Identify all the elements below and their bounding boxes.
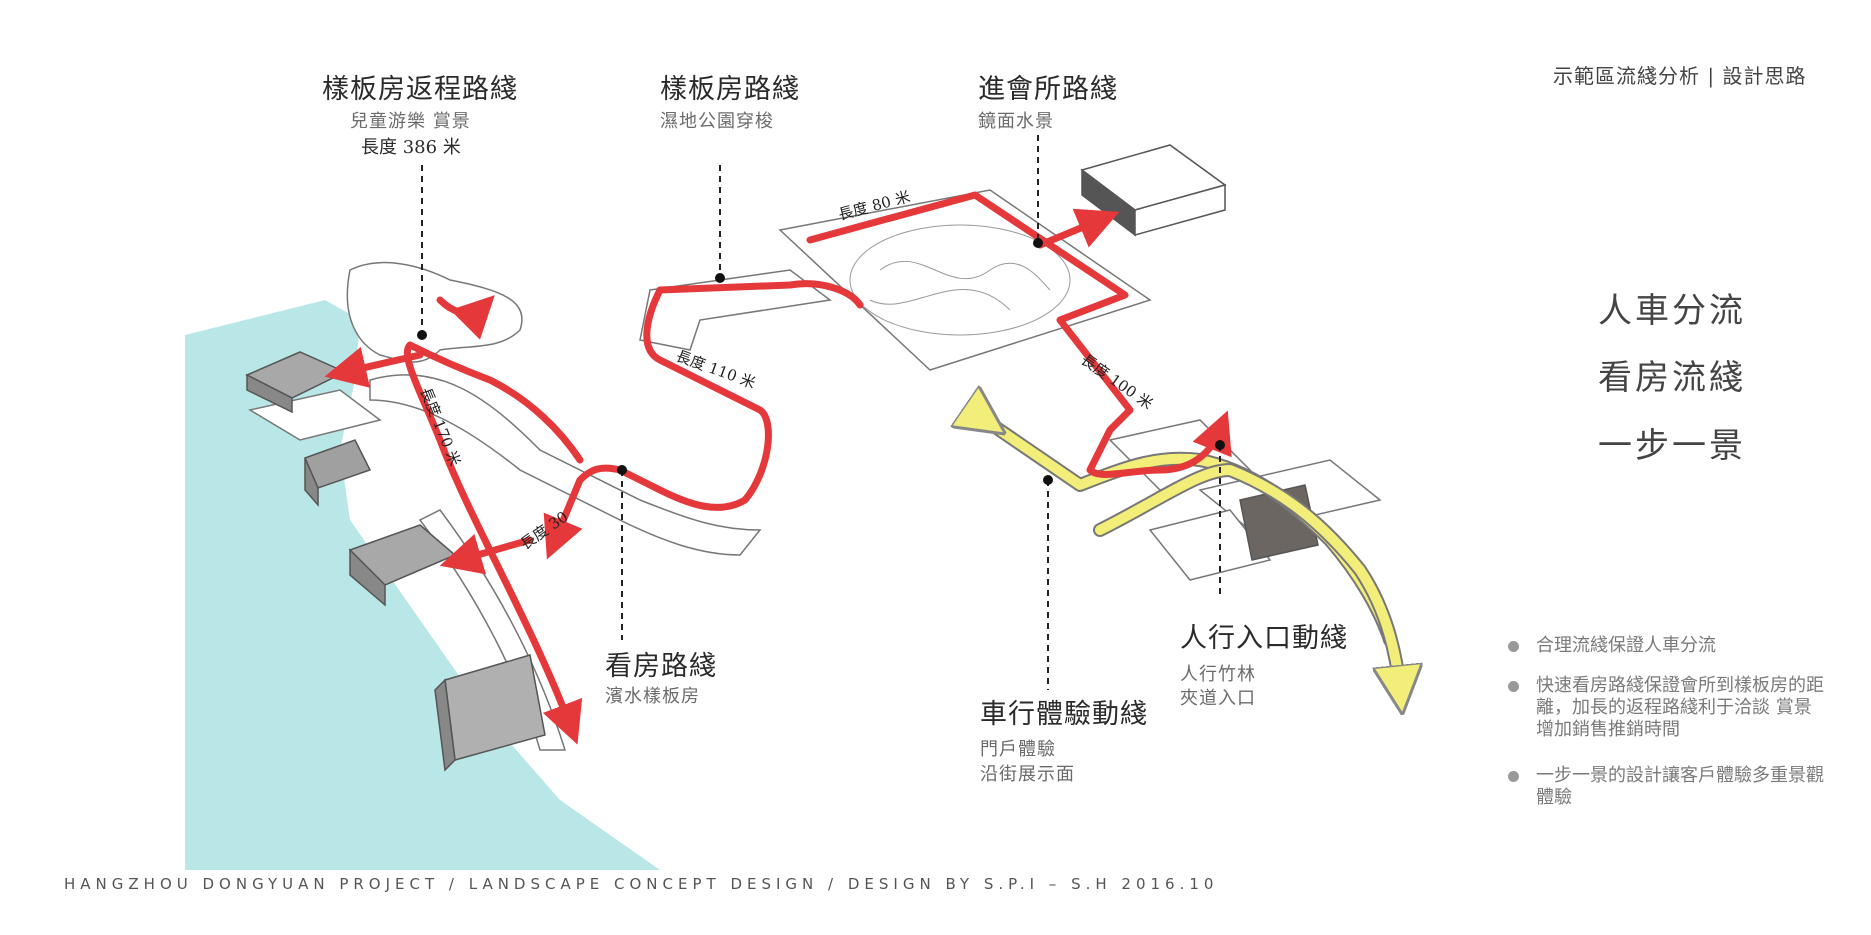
callout-viewing-title: 看房路綫 [605, 651, 717, 682]
route-club-path [806, 191, 1232, 478]
buildings [245, 144, 1319, 772]
water-body [185, 300, 660, 870]
callout-club-title: 進會所路綫 [978, 74, 1118, 105]
header-title: 示範區流綫分析 | 設計思路 [1553, 64, 1807, 88]
bullet-item-1: 合理流綫保證人車分流 [1508, 635, 1828, 657]
leader-lines [421, 135, 1221, 690]
slogan-3: 一步一景 [1598, 426, 1746, 466]
bullet-dot-icon [1508, 641, 1519, 652]
vehicle-routes [985, 420, 1400, 690]
callout-return-title: 樣板房返程路綫 [322, 74, 518, 105]
bullet-dot-icon [1508, 681, 1519, 692]
callout-return-length: 長度 386 米 [361, 137, 461, 158]
callout-club-sub: 鏡面水景 [978, 111, 1054, 132]
callout-model-sub: 濕地公園穿梭 [660, 111, 774, 132]
callout-pedestrian-line-2: 夾道入口 [1180, 688, 1256, 709]
slogan-2: 看房流綫 [1598, 358, 1746, 398]
callout-pedestrian-title: 人行入口動綫 [1180, 623, 1348, 654]
footer-credit: HANGZHOU DONGYUAN PROJECT / LANDSCAPE CO… [64, 875, 1219, 893]
bullet-dot-icon [1508, 771, 1519, 782]
plaza-pattern [849, 224, 1071, 336]
bullet-item-2: 快速看房路綫保證會所到樣板房的距離，加長的返程路綫利于洽談 賞景 增加銷售推銷時… [1508, 675, 1828, 741]
bullet-text-2: 快速看房路綫保證會所到樣板房的距離，加長的返程路綫利于洽談 賞景 增加銷售推銷時… [1536, 675, 1824, 740]
length-label-100: 長度 100 米 [1078, 351, 1156, 413]
callout-model-title: 樣板房路綫 [660, 74, 800, 105]
callout-vehicle-line-2: 沿街展示面 [980, 764, 1075, 785]
leader-dots [417, 238, 1225, 485]
bullet-item-3: 一步一景的設計讓客戶體驗多重景觀體驗 [1508, 765, 1828, 809]
callout-vehicle-line-1: 門戶體驗 [980, 739, 1056, 760]
bullet-text-3: 一步一景的設計讓客戶體驗多重景觀體驗 [1536, 765, 1824, 808]
model-house-4 [444, 654, 546, 761]
length-label-30: 長度 30 [517, 508, 571, 554]
slogan-1: 人車分流 [1598, 291, 1746, 331]
callout-pedestrian-line-1: 人行竹林 [1180, 664, 1256, 685]
bullet-text-1: 合理流綫保證人車分流 [1536, 635, 1716, 656]
callout-viewing-sub: 濱水樣板房 [605, 686, 700, 707]
callout-return-sub: 兒童游樂 賞景 [350, 111, 471, 132]
callout-vehicle-title: 車行體驗動綫 [980, 699, 1148, 730]
